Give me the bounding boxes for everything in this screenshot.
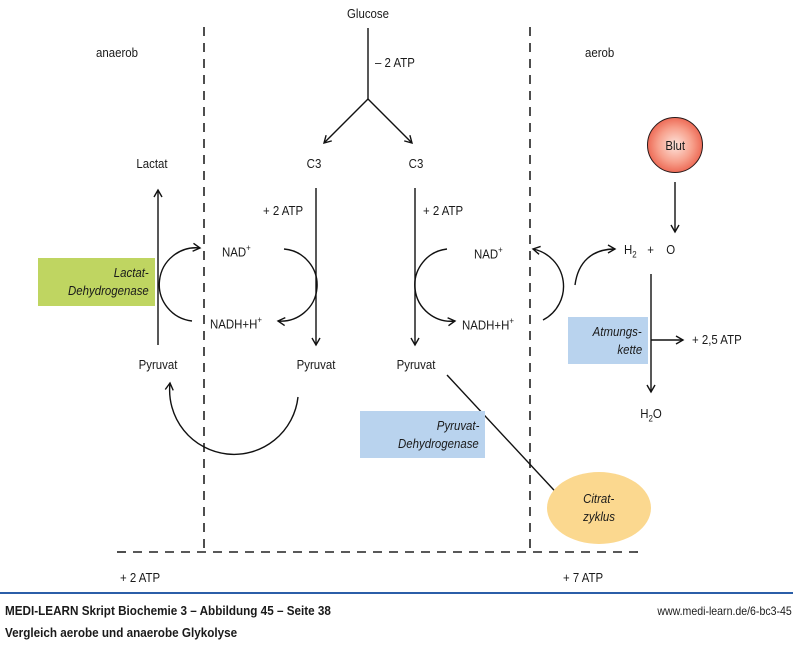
arrow-pyruvat-recycle [164, 381, 299, 456]
nadh-left-text: NADH+H [210, 316, 258, 332]
nad-right-charge: + [498, 245, 503, 255]
arrow-to-c3-left [323, 98, 369, 144]
citratzyklus-node: Citrat- zyklus [547, 472, 651, 544]
blut-label: Blut [665, 137, 685, 153]
atm-line2: kette [617, 341, 642, 357]
h2o-label: H2O [640, 406, 662, 427]
arrow-nad-to-nadh-right [414, 248, 457, 327]
atp-cost-label: – 2 ATP [375, 55, 415, 70]
nad-left-text: NAD [222, 244, 247, 260]
total-atp-anaerob: + 2 ATP [120, 570, 161, 585]
arrow-nadh-to-nad-shuttle [531, 245, 565, 321]
arrow-shuttle-to-h2 [574, 244, 617, 286]
blut-node: Blut [647, 117, 703, 173]
arrow-nad-to-nadh-left [276, 248, 318, 327]
nad-left-charge: + [246, 243, 251, 253]
h2-plus-o-label: H2 + O [624, 242, 675, 263]
pyruvat-mid-label: Pyruvat [296, 357, 336, 372]
nad-right-text: NAD [474, 246, 499, 262]
lactat-label: Lactat [136, 156, 168, 171]
h2-text: H [624, 242, 633, 257]
nadh-right-label: NADH+H+ [462, 313, 514, 333]
enzyme-box-atmungskette: Atmungs- kette [568, 317, 648, 364]
pyruvat-aerob-label: Pyruvat [396, 357, 436, 372]
region-label-aerob: aerob [585, 45, 615, 60]
h2o-h-text: H [640, 406, 649, 421]
citrat-line2: zyklus [583, 509, 615, 524]
c3-right-label: C3 [408, 156, 424, 171]
atp-gain-right: + 2 ATP [423, 203, 464, 218]
nadh-right-text: NADH+H [462, 317, 510, 333]
footer-url-link[interactable]: www.medi-learn.de/6-bc3-45 [657, 604, 792, 618]
nadh-left-charge: + [257, 315, 263, 325]
enzyme-box-pyruvat-dehydrogenase: Pyruvat- Dehydrogenase [360, 411, 485, 458]
pdh-line1: Pyruvat- [436, 417, 479, 433]
atm-line1: Atmungs- [593, 323, 642, 339]
pyruvat-anaerob-label: Pyruvat [138, 357, 178, 372]
arrow-pyruvat-to-citrat [446, 374, 566, 504]
figure-caption-subtitle: Vergleich aerobe und anaerobe Glykolyse [5, 625, 238, 640]
arrow-nadh-to-nad-left [158, 242, 202, 322]
h2-subscript: 2 [632, 249, 637, 260]
nad-right-label: NAD+ [474, 242, 503, 262]
nadh-left-label: NADH+H+ [210, 312, 262, 332]
atp-gain-left: + 2 ATP [263, 203, 304, 218]
region-label-anaerob: anaerob [96, 45, 138, 60]
figure-caption-title: MEDI-LEARN Skript Biochemie 3 – Abbildun… [5, 603, 331, 618]
ldh-line2: Dehydrogenase [68, 283, 149, 298]
ldh-line1: Lactat- [114, 265, 149, 280]
nadh-right-charge: + [509, 316, 515, 326]
nad-left-label: NAD+ [222, 240, 251, 260]
c3-left-label: C3 [306, 156, 322, 171]
glucose-label: Glucose [347, 6, 389, 21]
h2o-subscript: 2 [648, 413, 653, 424]
pdh-line2: Dehydrogenase [398, 435, 479, 451]
citrat-line1: Citrat- [583, 491, 615, 506]
footer-divider [0, 592, 793, 594]
enzyme-box-lactat-dehydrogenase: Lactat- Dehydrogenase [38, 258, 155, 306]
h2o-o-text: O [652, 406, 662, 421]
total-atp-aerob: + 7 ATP [563, 570, 604, 585]
atp-gain-atmungskette: + 2,5 ATP [692, 332, 742, 347]
plus-sign: + [647, 242, 654, 257]
o-text: O [666, 242, 676, 257]
arrow-to-c3-right [367, 98, 413, 144]
